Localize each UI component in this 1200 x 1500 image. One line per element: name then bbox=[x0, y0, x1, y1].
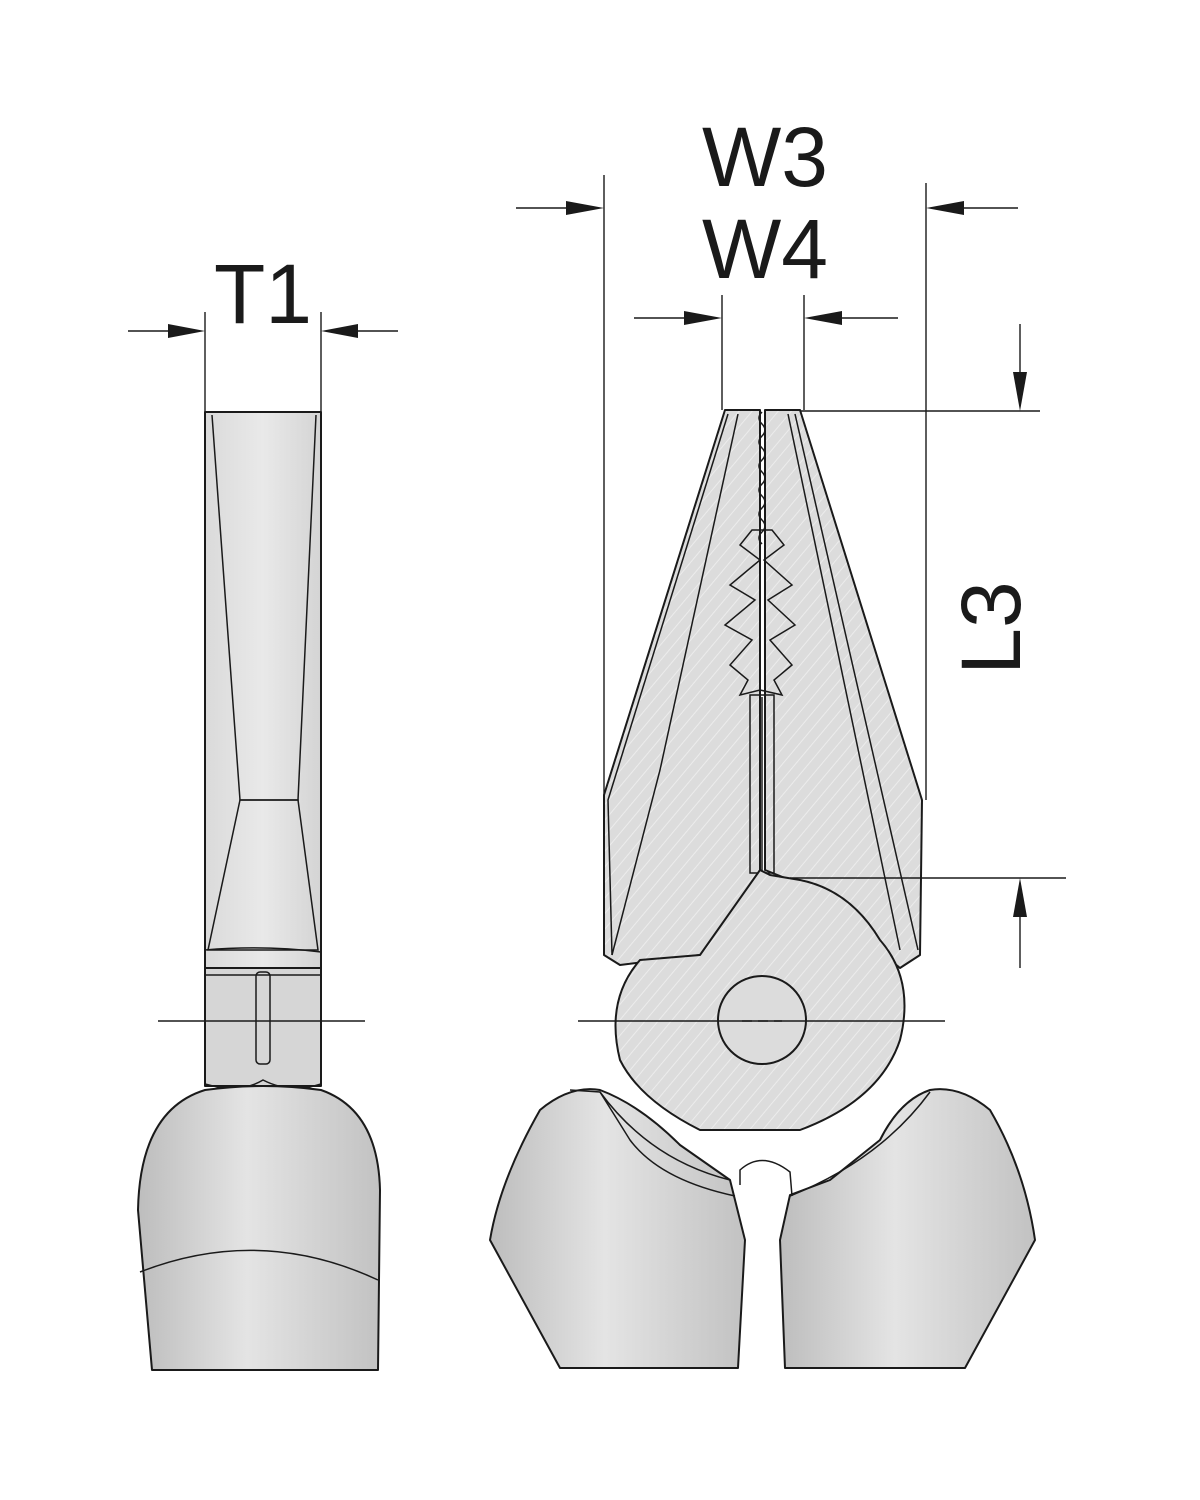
side-rivet-slot bbox=[255, 971, 271, 1065]
dimension-w4: W4 bbox=[634, 202, 898, 410]
side-joint bbox=[204, 967, 322, 1087]
dimension-l3: L3 bbox=[790, 324, 1066, 968]
label-w3: W3 bbox=[702, 110, 828, 204]
front-right-handle bbox=[779, 1088, 1036, 1369]
side-handle-grip-line bbox=[139, 1249, 379, 1281]
label-l3: L3 bbox=[944, 581, 1038, 674]
front-jaw-serration bbox=[758, 411, 766, 545]
dimension-w3: W3 bbox=[516, 110, 1018, 800]
side-jaw-lower-bevel bbox=[207, 799, 319, 951]
front-pivot-rivet bbox=[717, 975, 807, 1065]
front-view bbox=[489, 409, 1036, 1369]
side-handle bbox=[137, 1085, 381, 1371]
front-right-jaw-bevel bbox=[794, 413, 919, 951]
side-view bbox=[137, 411, 381, 1371]
label-t1: T1 bbox=[214, 247, 312, 341]
front-left-handle bbox=[489, 1088, 746, 1369]
label-w4: W4 bbox=[702, 202, 828, 296]
front-handle-gap bbox=[739, 1159, 793, 1197]
dimension-t1: T1 bbox=[128, 247, 398, 412]
front-left-jaw-bevel bbox=[607, 413, 729, 956]
front-grip-zone bbox=[723, 529, 797, 697]
